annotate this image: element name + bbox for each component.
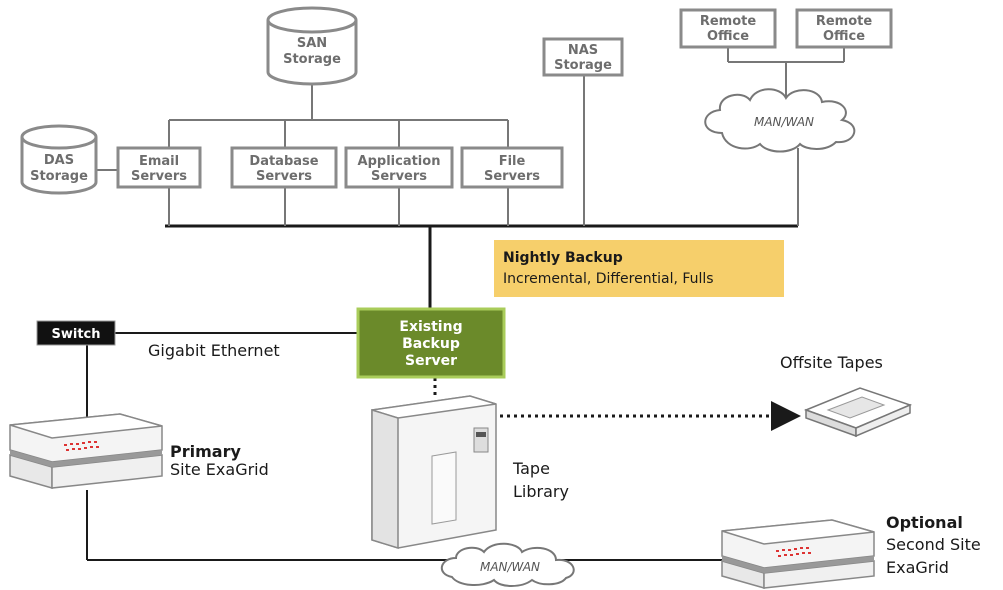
gigabit-ethernet-label: Gigabit Ethernet bbox=[148, 341, 280, 360]
optional-label-bold: Optional bbox=[886, 513, 963, 532]
remote-office-1: Remote Office bbox=[679, 8, 777, 49]
san-storage-line2: Storage bbox=[283, 52, 341, 67]
remote-office-2: Remote Office bbox=[795, 8, 893, 49]
switch-label: Switch bbox=[51, 327, 100, 342]
wan-bottom-label: MAN/WAN bbox=[480, 560, 540, 574]
tape-library-line2: Library bbox=[513, 482, 569, 501]
nas-storage: NAS Storage bbox=[542, 37, 624, 77]
email-servers: Email Servers bbox=[116, 146, 202, 189]
optional-label-line1: Second Site bbox=[886, 535, 981, 554]
primary-exagrid-appliance bbox=[9, 413, 163, 489]
das-storage-line2: Storage bbox=[30, 169, 88, 184]
san-storage-line1: SAN bbox=[297, 36, 327, 51]
remote-office-2-line2: Office bbox=[823, 29, 865, 44]
existing-backup-server: Existing Backup Server bbox=[356, 307, 506, 379]
connection-lines bbox=[86, 47, 845, 561]
offsite-tapes-label: Offsite Tapes bbox=[780, 353, 883, 372]
wan-top-label: MAN/WAN bbox=[754, 115, 814, 129]
email-servers-line1: Email bbox=[139, 154, 179, 169]
san-storage: SAN Storage bbox=[266, 6, 358, 86]
primary-label-rest: Site ExaGrid bbox=[170, 460, 269, 479]
remote-office-1-line1: Remote bbox=[700, 14, 757, 29]
wan-cloud-top: MAN/WAN bbox=[704, 88, 856, 153]
file-servers: File Servers bbox=[460, 146, 564, 189]
optional-exagrid-appliance bbox=[721, 519, 875, 589]
primary-label-bold: Primary bbox=[170, 442, 241, 461]
das-storage-line1: DAS bbox=[44, 153, 74, 168]
offsite-tape-cartridge bbox=[803, 387, 913, 438]
das-storage: DAS Storage bbox=[20, 124, 98, 195]
backup-server-line3: Server bbox=[405, 353, 457, 369]
backup-server-line1: Existing bbox=[399, 319, 462, 335]
backup-server-line2: Backup bbox=[402, 336, 460, 352]
nightly-backup-note: Nightly Backup Incremental, Differential… bbox=[494, 240, 784, 297]
application-servers: Application Servers bbox=[344, 146, 454, 189]
nightly-backup-title: Nightly Backup bbox=[503, 250, 623, 266]
optional-label-line2: ExaGrid bbox=[886, 558, 949, 577]
file-servers-line1: File bbox=[499, 154, 526, 169]
tape-library-line1: Tape bbox=[512, 459, 550, 478]
nightly-backup-subtitle: Incremental, Differential, Fulls bbox=[503, 271, 714, 287]
switch: Switch bbox=[36, 320, 116, 346]
database-servers-line2: Servers bbox=[256, 169, 312, 184]
database-servers: Database Servers bbox=[230, 146, 338, 189]
nas-storage-line2: Storage bbox=[554, 58, 612, 73]
database-servers-line1: Database bbox=[249, 154, 318, 169]
application-servers-line1: Application bbox=[358, 154, 441, 169]
tape-library bbox=[371, 395, 497, 550]
wan-cloud-bottom: MAN/WAN bbox=[441, 542, 575, 587]
remote-office-1-line2: Office bbox=[707, 29, 749, 44]
nas-storage-line1: NAS bbox=[568, 43, 598, 58]
file-servers-line2: Servers bbox=[484, 169, 540, 184]
application-servers-line2: Servers bbox=[371, 169, 427, 184]
email-servers-line2: Servers bbox=[131, 169, 187, 184]
remote-office-2-line1: Remote bbox=[816, 14, 873, 29]
